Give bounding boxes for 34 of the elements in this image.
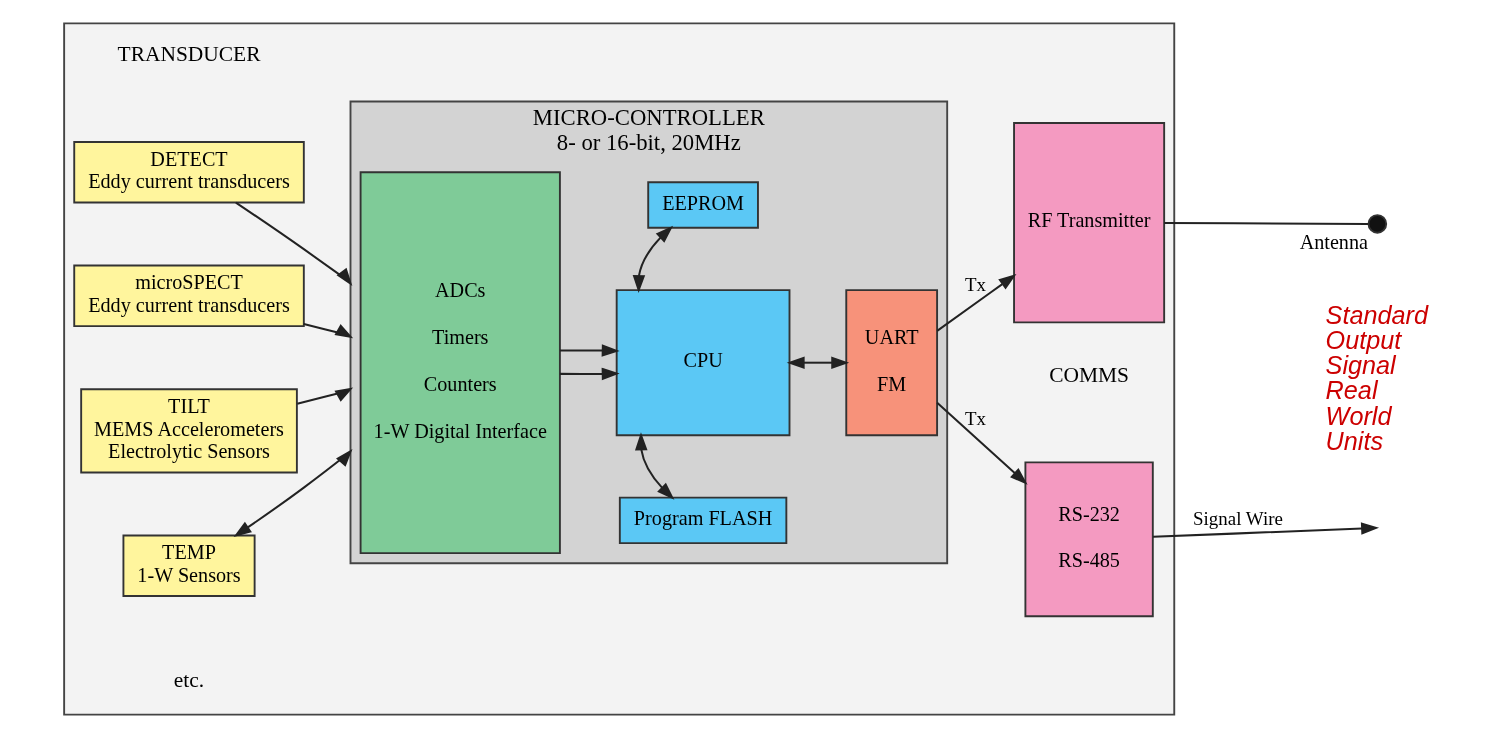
node-box: RS-232 RS-485 bbox=[1024, 461, 1154, 618]
label: etc. bbox=[173, 668, 205, 693]
edge-label: Tx bbox=[965, 407, 987, 429]
arrow bbox=[632, 225, 674, 294]
node-box: DETECT Eddy current transducers bbox=[73, 141, 305, 204]
arrow bbox=[936, 273, 1017, 332]
arrow bbox=[786, 356, 850, 369]
node-label: Antenna bbox=[1299, 230, 1369, 253]
node-box: Program FLASH bbox=[618, 496, 788, 545]
node-box: UART FM bbox=[845, 289, 939, 437]
arrow bbox=[233, 449, 353, 538]
label: Standard Output Signal Real World Units bbox=[1325, 300, 1428, 455]
node-box: CPU bbox=[615, 289, 791, 437]
arrow bbox=[1153, 522, 1380, 538]
node-box: TEMP 1-W Sensors bbox=[122, 534, 256, 597]
arrow bbox=[297, 387, 354, 405]
node-box: TILT MEMS Accelerometers Electrolytic Sensors bbox=[80, 388, 298, 474]
edge-label: Tx bbox=[965, 273, 987, 295]
node-circle bbox=[1367, 214, 1388, 234]
node-box: microSPECT Eddy current transducers bbox=[73, 264, 305, 328]
arrow bbox=[559, 367, 620, 381]
arrow bbox=[559, 344, 620, 357]
node-box: ADCs Timers Counters 1-W Digital Interface bbox=[359, 171, 561, 555]
label: COMMS bbox=[1049, 362, 1130, 387]
arrow bbox=[303, 323, 354, 339]
edge-label: Signal Wire bbox=[1193, 508, 1283, 530]
label: TRANSDUCER bbox=[117, 42, 261, 67]
arrow bbox=[235, 201, 353, 286]
cluster bbox=[63, 22, 1176, 716]
node-box: EEPROM bbox=[647, 181, 759, 229]
node-box: RF Transmitter bbox=[1013, 122, 1166, 324]
connector bbox=[1164, 222, 1369, 225]
arrow bbox=[936, 402, 1028, 485]
arrow bbox=[635, 432, 675, 500]
